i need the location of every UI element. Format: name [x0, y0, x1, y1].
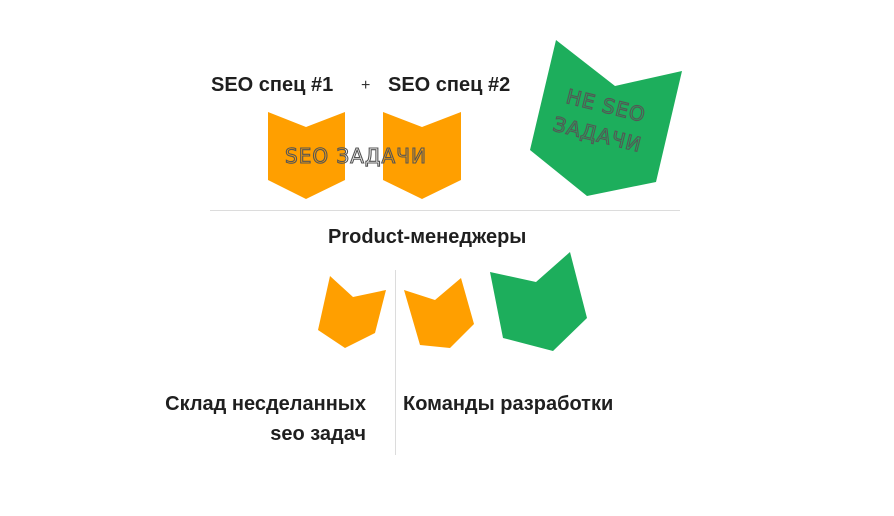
dev-team-orange-badge	[404, 278, 474, 348]
seo-spec-2-label: SEO спец #2	[388, 74, 511, 96]
dev-teams-label: Команды разработки	[403, 393, 614, 415]
backlog-label-line1: Склад несделанных	[165, 393, 366, 415]
product-managers-label: Product-менеджеры	[328, 226, 527, 248]
dev-team-green-badge	[490, 252, 587, 351]
backlog-orange-badge	[318, 276, 386, 348]
seo-spec-1-badge	[268, 112, 345, 199]
non-seo-tasks-badge	[530, 40, 682, 196]
horizontal-divider	[210, 210, 680, 211]
vertical-divider	[395, 270, 396, 455]
seo-tasks-stencil-text: SEO ЗАДАЧИ	[285, 144, 427, 168]
plus-sign: +	[361, 77, 371, 94]
seo-spec-2-badge	[383, 112, 461, 199]
seo-spec-1-label: SEO спец #1	[211, 74, 334, 96]
backlog-label-line2: seo задач	[270, 423, 366, 445]
